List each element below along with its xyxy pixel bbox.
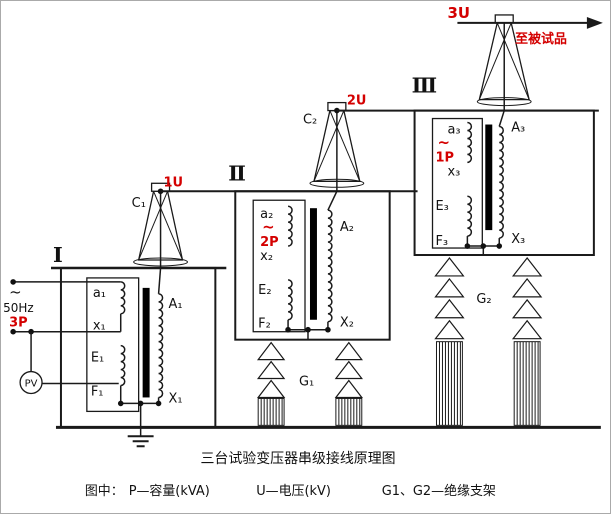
unit1-label-hv-a1: A₁ [169,297,183,312]
unit2-windings [285,190,338,340]
stage1-output-label: 1U [164,175,184,190]
unit3-power-tilde: ~ [437,133,450,151]
legend-item-p: P—容量(kVA) [129,483,210,499]
legend-prefix: 图中： [85,484,124,499]
voltmeter [19,370,43,395]
diagram-title: 三台试验变压器串级接线原理图 [200,450,395,467]
support-g1-label: G₁ [299,374,314,389]
unit1-bushing-label: C₁ [132,196,146,211]
unit1-core [142,287,150,398]
unit3-label-e3: E₃ [435,199,448,214]
unit2-label-hv-x2: X₂ [340,316,354,331]
unit2-numeral: Ⅱ [228,160,246,185]
output-arrow-icon [586,16,603,29]
load-label: 至被试品 [515,31,567,47]
unit1-label-hv-x1: X₁ [169,391,183,406]
unit1-label-a1: a₁ [93,286,106,301]
unit2-bushing [309,101,365,192]
unit3-windings [464,110,505,256]
unit3-label-x3: x₃ [447,164,460,179]
unit1-tank [50,266,227,429]
unit2-power-label: 2P [260,235,278,250]
unit1-numeral: Ⅰ [53,242,63,267]
unit2-label-f2: F₂ [258,317,271,332]
unit3-label-hv-x3: X₃ [511,232,525,247]
unit3-power-label: 1P [435,150,453,165]
support-g1 [256,341,363,426]
source-frequency: 50Hz [3,301,33,315]
unit3-core [485,124,493,231]
unit1-windings [117,267,164,407]
unit2-label-x2: x₂ [260,249,273,264]
ac-source [10,279,121,385]
unit1-label-e1: E₁ [91,351,104,366]
unit2-label-a2: a₂ [260,207,273,222]
source-phases: 3P [9,316,27,331]
unit2-core [309,208,317,320]
legend-item-g: G1、G2—绝缘支架 [382,483,496,499]
unit3-label-hv-a3: A₃ [511,120,525,135]
unit2-label-e2: E₂ [258,283,271,298]
voltmeter-label: PV [25,378,38,389]
unit2-tank [234,190,391,341]
unit1-label-x1: x₁ [93,319,106,334]
unit1-bushing [133,182,188,268]
stage2-output-label: 2U [347,94,367,109]
source-tilde: ~ [9,283,22,301]
stage3-output-label: 3U [447,4,470,22]
ground-symbol [127,403,154,448]
unit3-bushing [476,14,532,111]
unit2-bushing-label: C₂ [303,113,317,128]
stage3-output-line [457,16,603,29]
support-g2 [434,257,543,426]
unit2-power-tilde: ~ [262,218,275,236]
unit3-numeral: Ⅲ [412,73,437,98]
unit3-label-a3: a₃ [447,122,460,137]
unit3-label-f3: F₃ [435,234,448,249]
legend-item-u: U—电压(kV) [256,484,331,499]
unit1-label-f1: F₁ [91,384,104,399]
support-g2-label: G₂ [476,292,491,307]
unit2-label-hv-a2: A₂ [340,220,354,235]
